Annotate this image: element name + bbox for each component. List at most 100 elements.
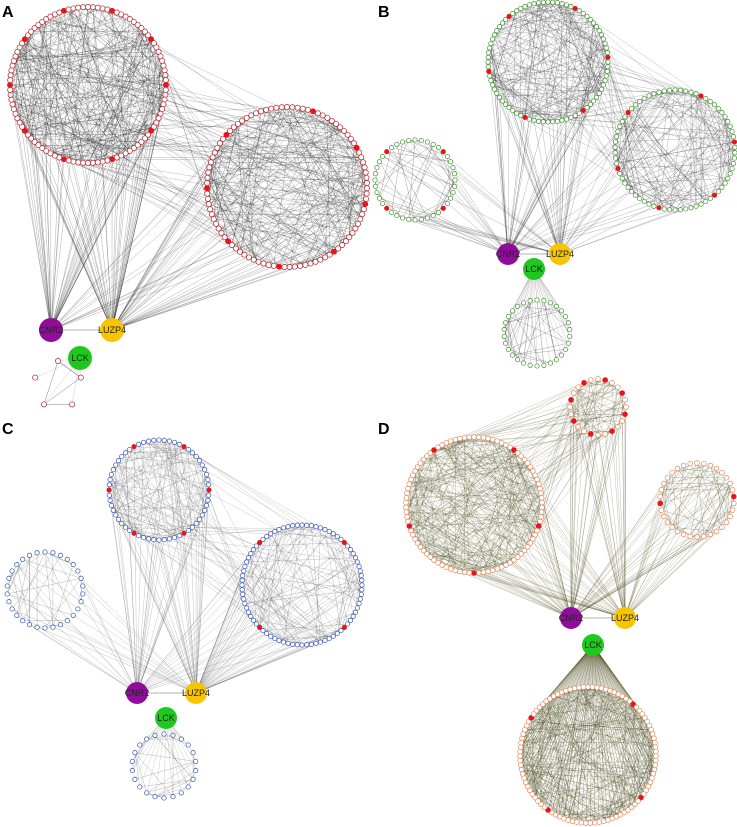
panel-c-edge [7,578,82,595]
panel-a-node [122,13,129,20]
panel-c-edge [113,510,180,536]
panel-c-node [322,637,328,643]
panel-a-edge [218,228,306,266]
panel-d-edge [417,516,542,544]
panel-a-edge [162,108,366,205]
panel-d-edge [417,437,470,468]
panel-c-edge [195,519,200,694]
panel-c-edge [174,442,197,694]
panel-d-node [480,569,487,576]
panel-c-node [352,555,359,561]
panel-b-node [534,363,540,369]
panel-a-edge [209,167,366,173]
panel-b-node [602,40,608,47]
panel-a-edge [15,56,43,149]
panel-d-edge [592,644,595,823]
panel-d-edge [596,687,656,766]
panel-d-edge [661,489,704,537]
panel-b-edge [524,117,616,159]
panel-d-edge [523,778,564,819]
panel-b-node [545,0,551,5]
panel-b-highlight-node [522,114,528,120]
panel-b-node [527,362,533,368]
panel-d-edge [667,522,684,535]
panel-d-edge [430,452,536,535]
panel-d-node [643,787,649,794]
panel-a-edge [73,126,154,162]
panel-b-edge [695,93,728,179]
panel-d-edge [459,387,579,572]
panel-d-edge [450,399,572,570]
panel-c-edge [109,479,135,534]
panel-a-node [324,114,331,121]
panel-b-highlight-node [440,205,446,211]
panel-d-edge [677,468,723,528]
panel-a-node [141,28,148,35]
panel-d-node [627,698,633,705]
panel-b-edge [494,89,530,120]
panel-b-edge [559,75,607,255]
panel-b-edge [538,2,588,108]
panel-a-edge [111,123,239,331]
panel-d-nodes [403,376,737,826]
panel-d-node [439,562,445,568]
panel-b-node [553,303,559,309]
panel-d-node [635,798,641,804]
panel-a-node [360,206,367,213]
panel-d-node [427,554,434,560]
panel-b-edge [490,75,607,81]
panel-a-node [28,28,35,35]
panel-c-edge [111,446,185,506]
panel-b-highlight-node [384,205,390,211]
panel-a-edge [341,162,364,245]
panel-d-edge [412,475,470,573]
panel-d-node [651,735,657,742]
panel-c-edge [134,717,167,780]
panel-d-node [518,762,524,768]
panel-c-letter: C [2,421,14,438]
panel-d-edge [513,449,538,531]
panel-d-highlight-node [622,411,628,417]
panel-c-edge [109,500,197,694]
panel-b-node [430,141,436,147]
panel-b-node [444,153,450,160]
panel-b-node [688,205,694,211]
panel-a-node [228,242,235,248]
panel-b-node [683,206,689,212]
panel-c-node [107,477,113,483]
panel-d-node [414,464,421,470]
panel-a-edge [213,108,303,220]
panel-c-node [304,522,310,528]
panel-d-highlight-node [657,500,663,507]
panel-b-edge [705,98,719,109]
panel-a-edge [59,12,359,225]
panel-d-edge [423,433,606,460]
panel-c-node [334,630,340,637]
panel-c-node [313,640,319,646]
panel-c-node [199,512,205,518]
panel-d-edge [540,493,626,619]
panel-b-node [625,184,631,190]
panel-a-node [214,144,221,151]
panel-a-node [19,40,26,47]
panel-b-node [563,116,570,122]
panel-c-edge [195,580,362,694]
panel-b-node [605,64,611,70]
panel-b-node [559,117,565,123]
panel-d-node [701,460,707,467]
panel-d-edge [483,437,533,472]
panel-d-edges [405,378,735,824]
panel-a-node [346,234,353,241]
panel-b-edge [505,104,563,121]
panel-d-edge [677,465,684,532]
panel-a-edge [38,144,357,148]
panel-d-edge [690,463,723,528]
panel-b-node [598,86,605,92]
panel-a-edge [78,28,142,163]
panel-c-edge [195,627,260,694]
panel-d-edge [469,406,627,438]
panel-d-edge [426,439,493,555]
panel-a-node [43,147,50,154]
panel-d-node [713,465,720,472]
panel-c-edge [143,444,180,538]
